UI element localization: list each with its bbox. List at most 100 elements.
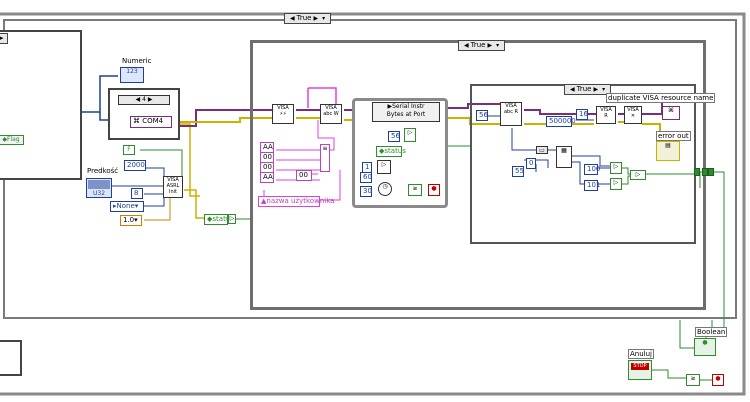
left-case-arrow[interactable]: ▸ xyxy=(0,33,8,44)
dropdown-arrow-icon[interactable]: ▾ xyxy=(134,202,139,210)
thirty-constant[interactable]: 30 xyxy=(360,186,372,197)
increment-arrow-icon[interactable]: ▶ xyxy=(487,42,493,49)
visa-flush-node[interactable]: VISA⚡⚡ xyxy=(272,104,294,124)
left-while-loop xyxy=(0,30,82,180)
compare-icon: ▷ xyxy=(407,129,413,136)
error-cluster-icon: ▤ xyxy=(665,142,671,149)
index-array-icon: ▦ xyxy=(561,147,567,154)
stop-icon: ● xyxy=(431,185,437,192)
fifty-six-constant-a[interactable]: 56 xyxy=(388,131,400,142)
parity-constant[interactable]: ▸None▾ xyxy=(110,201,144,212)
baud-constant[interactable]: 2000 xyxy=(124,160,146,171)
add-node[interactable]: ▷ xyxy=(377,160,391,174)
error-out-indicator[interactable]: ▤ xyxy=(656,141,680,161)
string-icon: ▲ xyxy=(261,197,267,205)
nazwa-uzytkownika-control[interactable]: ▲nazwa użytkownika xyxy=(258,196,334,207)
data-bits-constant[interactable]: 8 xyxy=(131,188,143,199)
led-icon: ● xyxy=(702,339,708,346)
equal-node-1[interactable]: ▷ xyxy=(610,162,622,174)
status-unbundle[interactable]: ◆status xyxy=(204,214,234,225)
increment-arrow-icon[interactable]: ▶ xyxy=(593,86,599,93)
sixteen-constant[interactable]: 16 xyxy=(576,109,588,120)
zero-string-constant[interactable]: 00 xyxy=(296,170,312,181)
visa-close-node[interactable]: VISA✕ xyxy=(624,106,642,124)
decrement-arrow-icon[interactable]: ◀ xyxy=(464,42,469,49)
fifty-five-constant[interactable]: 55 xyxy=(512,166,524,177)
array-icon: ▭ xyxy=(539,147,545,154)
aa-constant-4[interactable]: AA xyxy=(260,172,274,183)
index-array-node[interactable]: ▭ xyxy=(536,146,548,154)
com-case-selector[interactable]: ◀ 4 ▶ xyxy=(118,95,170,105)
dropdown-arrow-icon[interactable]: ▸ xyxy=(113,202,117,210)
case-left-arrow-icon[interactable]: ◀ xyxy=(135,96,141,103)
anuluj-label: Anuluj xyxy=(628,349,654,359)
decrement-arrow-icon[interactable]: ◀ xyxy=(290,15,295,22)
stop-bits-constant[interactable]: 1.0▾ xyxy=(120,215,142,226)
status-icon: ◆ xyxy=(379,147,385,155)
index-array-node-2[interactable]: ▦ xyxy=(556,146,572,168)
inner-case-selector[interactable]: ◀True▶▾ xyxy=(564,84,612,95)
and-node[interactable]: ▷ xyxy=(630,170,646,180)
status-unbundle-inner[interactable]: ◆status xyxy=(376,146,406,157)
hundred-constant[interactable]: 100 xyxy=(584,164,600,175)
visa-property-node[interactable]: ▶Serial Instr Bytes at Port xyxy=(372,102,440,122)
duplicate-visa-label: duplicate VISA resource name xyxy=(606,93,716,103)
case-right-arrow-icon[interactable]: ▶ xyxy=(147,96,153,103)
increment-arrow-icon[interactable]: ▶ xyxy=(313,15,319,22)
zero-constant-b[interactable]: 0 xyxy=(526,158,536,169)
stop-icon: ● xyxy=(715,375,721,382)
anuluj-button[interactable]: STOP xyxy=(628,360,652,380)
visa-flush-icon: VISA⚡⚡ xyxy=(277,105,289,117)
outer-case-selector[interactable]: ◀True▶▾ xyxy=(284,13,332,24)
equal-node-2[interactable]: ▷ xyxy=(610,178,622,190)
duplicate-visa-indicator[interactable]: ⌘ xyxy=(662,106,680,120)
bytes-at-port-row: Bytes at Port xyxy=(386,111,426,118)
or-node[interactable]: ≥ xyxy=(408,184,422,196)
middle-case-selector[interactable]: ◀True▶▾ xyxy=(458,40,506,51)
visa-icon: ⌘ xyxy=(668,107,674,114)
clock-icon: ◷ xyxy=(382,183,388,190)
or-node-bottom[interactable]: ≥ xyxy=(686,374,700,386)
predkosc-control[interactable]: U32 xyxy=(86,178,112,198)
or-gate-icon: ≥ xyxy=(690,375,696,382)
flag-icon: ◆ xyxy=(2,136,7,143)
tunnel-1 xyxy=(702,168,708,176)
visa-icon: ⌘ xyxy=(133,117,140,125)
concat-icon: ≡ xyxy=(322,145,328,152)
numeric-indicator[interactable]: 123 xyxy=(120,67,144,83)
property-icon: ▶ xyxy=(387,103,393,110)
sixty-constant[interactable]: 60 xyxy=(360,172,372,183)
hundred-one-constant[interactable]: 101 xyxy=(584,180,600,191)
dropdown-arrow-icon[interactable]: ▾ xyxy=(602,86,606,93)
numeric-label: Numeric xyxy=(121,57,153,65)
greater-equal-node[interactable]: ▷ xyxy=(404,128,416,142)
dropdown-arrow-icon[interactable]: ▾ xyxy=(322,15,326,22)
decrement-arrow-icon[interactable]: ◀ xyxy=(570,86,575,93)
tunnel-2 xyxy=(708,168,714,176)
wait-ms-node[interactable]: ◷ xyxy=(378,182,392,196)
not-gate-icon: ▷ xyxy=(229,215,235,222)
timeout-constant[interactable]: 500000 xyxy=(546,116,576,127)
and-gate-icon: ▷ xyxy=(635,171,641,178)
not-gate[interactable]: ▷ xyxy=(228,214,236,224)
false-constant[interactable]: F xyxy=(123,145,135,155)
boolean-indicator[interactable]: ● xyxy=(694,338,716,356)
com-port-constant[interactable]: ⌘ COM4 xyxy=(130,116,172,128)
equal-icon: ▷ xyxy=(613,179,619,186)
stop-terminal[interactable]: ● xyxy=(428,184,440,196)
flag-terminal[interactable]: ◆Flag xyxy=(0,135,24,145)
fifty-six-constant-b[interactable]: 56 xyxy=(476,110,488,121)
dropdown-arrow-icon[interactable]: ▸ xyxy=(0,34,4,42)
predkosc-label: Predkość xyxy=(86,167,120,175)
dropdown-arrow-icon[interactable]: ▾ xyxy=(496,42,500,49)
concatenate-strings-node[interactable]: ≡ xyxy=(320,144,330,172)
dropdown-arrow-icon[interactable]: ▾ xyxy=(134,216,138,224)
loop-stop-terminal[interactable]: ● xyxy=(712,374,724,386)
